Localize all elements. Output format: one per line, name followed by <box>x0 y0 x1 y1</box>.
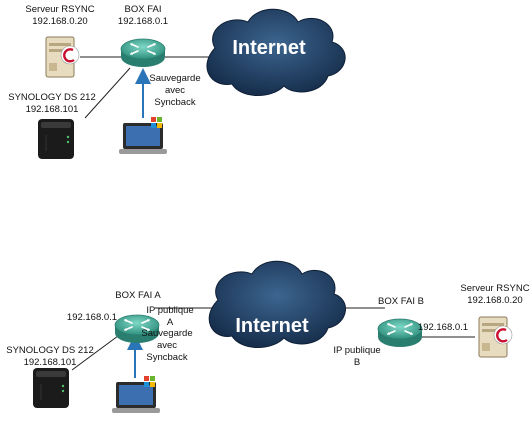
laptop-2-icon <box>112 376 160 413</box>
nas-2-label: SYNOLOGY DS 212 192.168.101 <box>0 345 100 369</box>
box-b-public-line-2: B <box>353 357 361 368</box>
nas-2-name: SYNOLOGY DS 212 <box>6 345 94 356</box>
box-a-public-label: IP publique A <box>140 305 200 329</box>
server-2-label: Serveur RSYNC 192.168.0.20 <box>455 283 532 307</box>
server-2-name: Serveur RSYNC <box>460 283 530 294</box>
server-2-ip: 192.168.0.20 <box>467 295 523 306</box>
box-a-public-line-2: A <box>166 317 174 328</box>
box-a-public-line-1: IP publique <box>146 305 194 316</box>
box-b-lan-ip: 192.168.0.1 <box>417 322 469 333</box>
server-label: Serveur RSYNC 192.168.0.20 <box>20 4 100 28</box>
box-name: BOX FAI <box>124 4 162 15</box>
internet-label-2: Internet <box>235 315 309 337</box>
nas-2-icon <box>32 367 70 409</box>
link-nas-box1 <box>84 67 131 119</box>
nas-ip: 192.168.101 <box>25 104 79 115</box>
server-name: Serveur RSYNC <box>25 4 95 15</box>
nas-2-ip: 192.168.101 <box>23 357 77 368</box>
box-ip: 192.168.0.1 <box>117 16 169 27</box>
box-a-lan-ip: 192.168.0.1 <box>66 312 118 323</box>
nas-icon <box>37 118 75 160</box>
backup-line-2: avec <box>164 85 186 96</box>
backup-2-line-3: Syncback <box>146 352 188 363</box>
rsync-server-icon <box>44 35 81 79</box>
backup-2-line-1: Sauvegarde <box>141 328 193 339</box>
internet-label-1: Internet <box>232 37 306 59</box>
box-b-public-line-1: IP publique <box>333 345 381 356</box>
rsync-server-2-icon <box>477 315 514 359</box>
backup-2-label: Sauvegarde avec Syncback <box>138 328 196 364</box>
server-ip: 192.168.0.20 <box>32 16 88 27</box>
box-b-public-label: IP publique B <box>327 345 387 369</box>
backup-2-line-2: avec <box>156 340 178 351</box>
box-label: BOX FAI 192.168.0.1 <box>103 4 183 28</box>
nas-name: SYNOLOGY DS 212 <box>8 92 96 103</box>
link-nas-boxa <box>71 332 123 371</box>
laptop-icon <box>119 117 167 154</box>
box-b-name: BOX FAI B <box>378 296 424 307</box>
internet-cloud-icon: Internet <box>206 8 346 97</box>
internet-cloud-2-icon: Internet <box>208 260 346 349</box>
router-icon <box>120 38 166 68</box>
backup-line-3: Syncback <box>154 97 196 108</box>
backup-label: Sauvegarde avec Syncback <box>146 73 204 109</box>
nas-label: SYNOLOGY DS 212 192.168.101 <box>2 92 102 116</box>
backup-line-1: Sauvegarde <box>149 73 201 84</box>
box-a-name: BOX FAI A <box>115 290 161 301</box>
